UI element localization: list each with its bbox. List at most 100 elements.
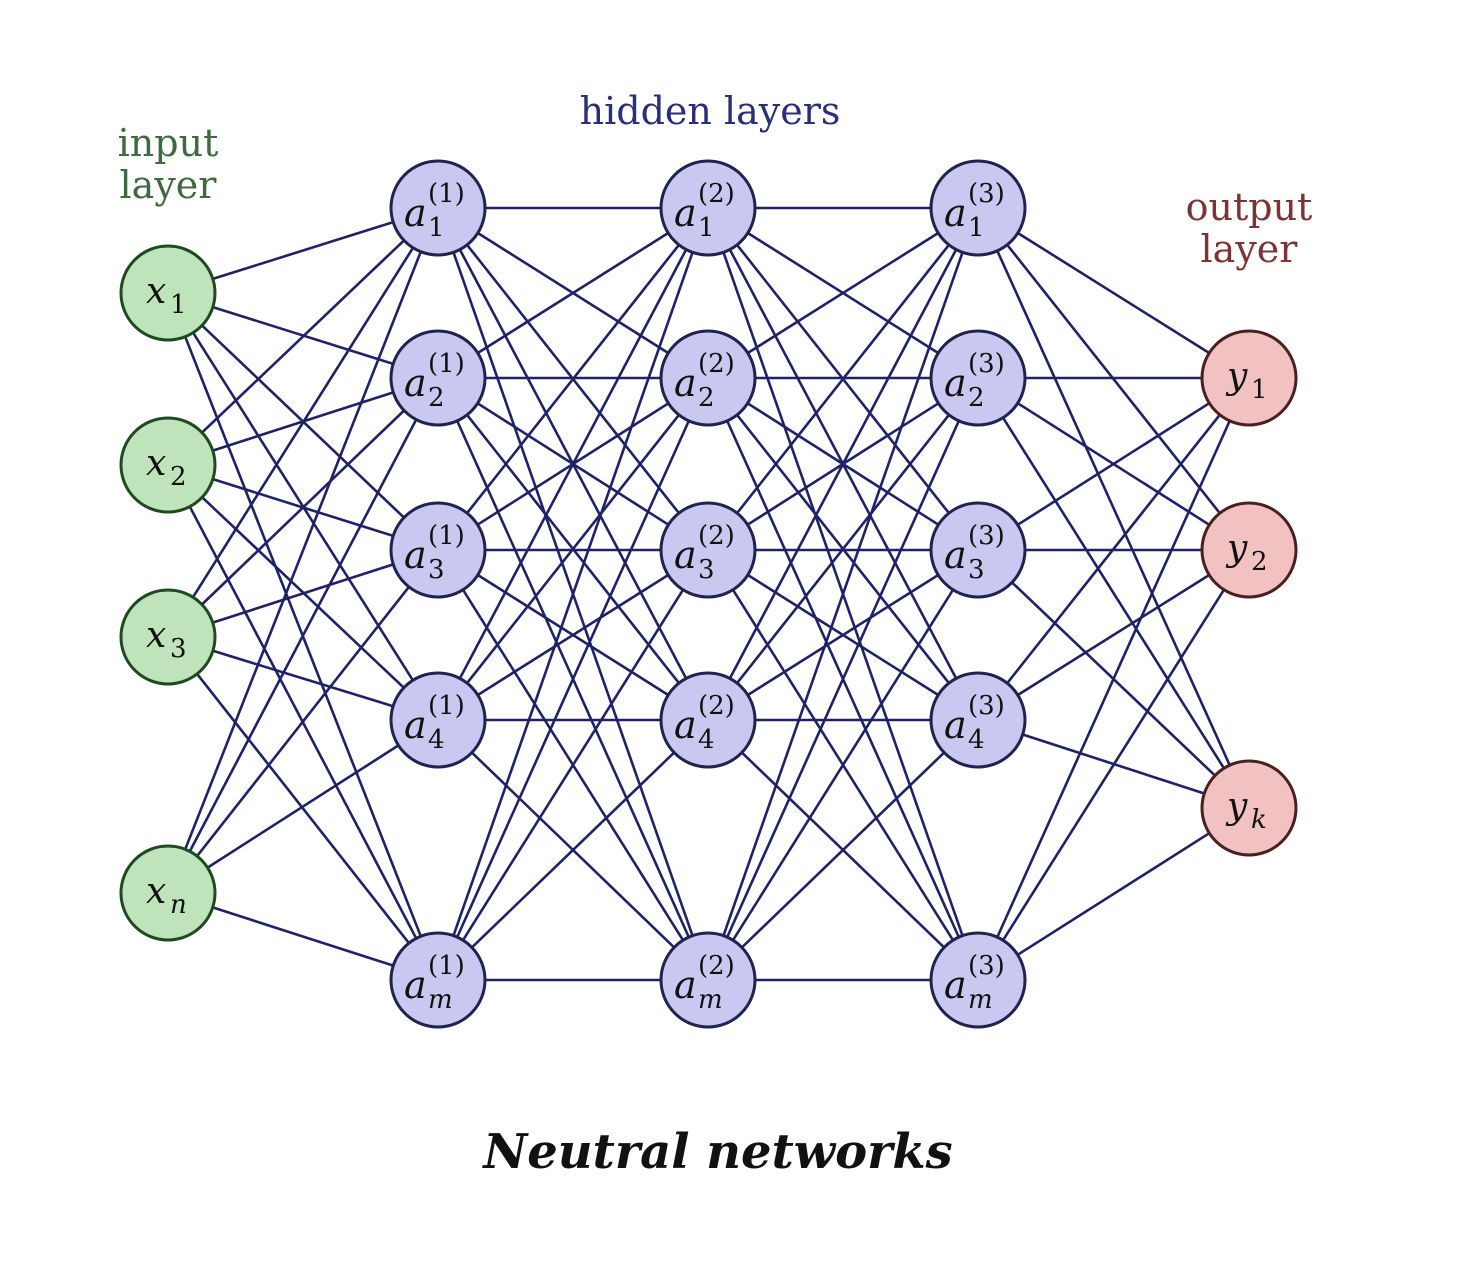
edge-l3-4-to-2	[1017, 832, 1210, 956]
input-node-xn-symbol: x	[146, 871, 166, 912]
hidden-node-a3-layer1-circle	[389, 501, 487, 599]
hidden-node-a1-layer1: a(1)1	[389, 159, 487, 257]
hidden-node-am-layer2-subscript: m	[698, 985, 723, 1015]
edge-l2-4-to-0	[722, 251, 964, 937]
edge-l3-1-to-2	[1002, 417, 1225, 769]
edge-l2-3-to-1	[736, 414, 950, 684]
hidden-node-a3-layer2-subscript: 3	[698, 555, 715, 585]
hidden-node-a1-layer3: a(3)1	[929, 159, 1027, 257]
hidden-node-am-layer2-superscript: (2)	[698, 951, 735, 981]
hidden-node-a3-layer3-subscript: 3	[968, 555, 985, 585]
edge-l0-2-to-4	[196, 673, 410, 944]
hidden-node-a2-layer3: a(3) 2	[929, 329, 1027, 427]
hidden-node-a1-layer2-symbol: a	[674, 191, 697, 235]
hidden-node-a3-layer3-circle	[929, 501, 1027, 599]
edge-l1-3-to-0	[458, 248, 688, 680]
hidden-node-am-layer3: a(3)m	[929, 931, 1027, 1029]
edge-l0-1-to-0	[201, 239, 405, 434]
hidden-node-a3-layer3: a(3) 3	[929, 501, 1027, 599]
edge-l3-4-to-1	[1002, 589, 1225, 941]
edge-l0-2-to-0	[191, 247, 415, 598]
edge-l1-3-to-1	[466, 414, 680, 684]
hidden-node-a2-layer3-symbol: a	[944, 361, 967, 405]
hidden-node-a3-layer1-subscript: 3	[428, 555, 445, 585]
edge-l2-4-to-2	[731, 589, 955, 941]
output-node-yk-symbol: y	[1225, 786, 1248, 827]
edge-l0-3-to-1	[188, 418, 418, 853]
hidden-node-a2-layer2-circle	[659, 329, 757, 427]
edge-l0-2-to-2	[212, 563, 394, 624]
input-node-x1-circle	[119, 244, 217, 342]
edge-l3-0-to-2	[996, 250, 1231, 766]
hidden-node-a4-layer2-circle	[659, 671, 757, 769]
edge-l2-4-to-1	[726, 420, 960, 938]
hidden-node-a2-layer1: a(1)2	[389, 329, 487, 427]
hidden-node-am-layer2: a(2)m	[659, 931, 757, 1029]
hidden-node-a3-layer1-symbol: a	[404, 533, 427, 577]
hidden-node-a1-layer2: a(2)1	[659, 159, 757, 257]
hidden-node-a4-layer2-superscript: (2)	[698, 691, 735, 721]
output-node-y1-symbol: y	[1225, 356, 1248, 397]
hidden-node-a4-layer2: a(2)4	[659, 671, 757, 769]
edge-l3-3-to-0	[1006, 413, 1221, 685]
output-node-yk-circle	[1200, 759, 1298, 857]
edge-l1-4-to-1	[456, 420, 690, 938]
hidden-node-a1-layer3-superscript: (3)	[968, 179, 1005, 209]
edge-l0-2-to-3	[212, 649, 394, 708]
input-node-x1-symbol: x	[146, 271, 166, 312]
hidden-node-a3-layer1: a(1) 3	[389, 501, 487, 599]
output-layer-label-line2: layer	[1201, 227, 1299, 271]
output-node-y2-circle	[1200, 501, 1298, 599]
edge-l3-0-to-0	[1017, 231, 1210, 355]
hidden-node-am-layer3-superscript: (3)	[968, 951, 1005, 981]
hidden-node-a3-layer3-superscript: (3)	[968, 521, 1005, 551]
input-node-xn-circle	[119, 844, 217, 942]
hidden-node-a1-layer3-circle	[929, 159, 1027, 257]
hidden-node-a1-layer1-subscript: 1	[428, 213, 445, 243]
hidden-node-a3-layer3-symbol: a	[944, 533, 967, 577]
input-node-x2-symbol: x	[146, 443, 166, 484]
hidden-node-a3-layer2-circle	[659, 501, 757, 599]
hidden-node-a3-layer1-superscript: (1)	[428, 521, 465, 551]
hidden-node-a4-layer2-symbol: a	[674, 703, 697, 747]
hidden-node-a4-layer3-superscript: (3)	[968, 691, 1005, 721]
hidden-node-a3-layer2: a(2)3	[659, 501, 757, 599]
input-node-x3-subscript: 3	[170, 634, 187, 664]
hidden-node-am-layer1-subscript: m	[428, 985, 453, 1015]
hidden-node-a4-layer3-symbol: a	[944, 703, 967, 747]
diagram-caption: Neutral networks	[481, 1124, 952, 1180]
input-node-x2-subscript: 2	[170, 462, 187, 492]
hidden-node-am-layer1: a(1)m	[389, 931, 487, 1029]
hidden-node-a4-layer1-subscript: 4	[428, 725, 445, 755]
hidden-node-a4-layer1: a(1)4	[389, 671, 487, 769]
hidden-node-a2-layer3-superscript: (3)	[968, 349, 1005, 379]
edge-l0-3-to-0	[183, 251, 423, 850]
hidden-node-a1-layer3-symbol: a	[944, 191, 967, 235]
edge-l3-4-to-0	[996, 420, 1231, 938]
edge-l0-3-to-3	[206, 744, 400, 869]
input-node-xn-subscript: n	[170, 890, 187, 920]
edge-l0-2-to-1	[200, 409, 406, 606]
output-node-yk-subscript: k	[1251, 805, 1267, 835]
hidden-node-am-layer1-circle	[389, 931, 487, 1029]
output-node-y1-circle	[1200, 329, 1298, 427]
hidden-node-a2-layer1-superscript: (1)	[428, 349, 465, 379]
hidden-node-a2-layer1-symbol: a	[404, 361, 427, 405]
hidden-node-a2-layer3-subscript: 2	[968, 383, 985, 413]
hidden-layers-label: hidden layers	[580, 89, 841, 133]
input-node-x3-symbol: x	[146, 615, 166, 656]
edge-l3-3-to-1	[1017, 573, 1210, 697]
hidden-node-a4-layer1-symbol: a	[404, 703, 427, 747]
hidden-node-a4-layer3-subscript: 4	[968, 725, 985, 755]
input-node-x1-subscript: 1	[170, 290, 187, 320]
input-layer-label-line1: input	[118, 121, 219, 165]
edge-l1-3-to-2	[477, 573, 669, 697]
output-node-y1-subscript: 1	[1251, 375, 1268, 405]
hidden-node-a3-layer2-superscript: (2)	[698, 521, 735, 551]
